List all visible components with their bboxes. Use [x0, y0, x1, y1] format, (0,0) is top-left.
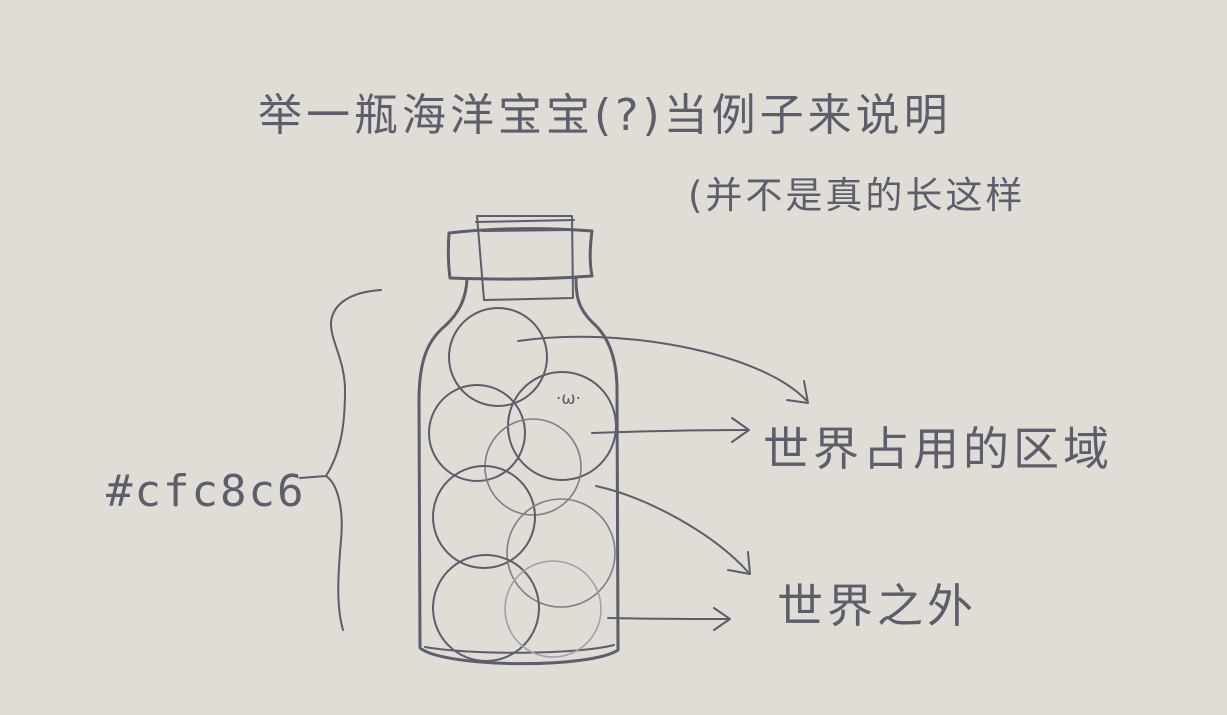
diagram-subtitle: (并不是真的长这样 [688, 174, 1025, 217]
arrow-mid [591, 429, 749, 434]
left-brace [325, 289, 382, 631]
ball [448, 307, 548, 407]
jar-body [417, 277, 620, 666]
ball-face: ·ω· [556, 389, 581, 409]
arrow-top-head [786, 380, 809, 404]
diagram-title: 举一瓶海洋宝宝(?)当例子来说明 [258, 90, 952, 141]
color-label: #cfc8c6 [106, 466, 305, 517]
label-world-used-area: 世界占用的区域 [763, 422, 1113, 476]
ball [432, 554, 540, 662]
ball [428, 384, 526, 482]
jar-balls [428, 307, 617, 662]
ball [506, 498, 616, 608]
jar-lid [446, 227, 594, 281]
arrow-lower [595, 485, 749, 573]
arrow-bottom [607, 617, 730, 620]
arrow-mid-head [731, 417, 750, 443]
arrow-top [517, 335, 807, 401]
ball [432, 465, 536, 569]
ball [504, 560, 602, 658]
jar: ·ω· [417, 215, 620, 666]
arrow-lower-head [727, 551, 751, 575]
arrow-bottom-head [713, 607, 731, 631]
brace-tick [299, 475, 327, 479]
jar-base [424, 644, 615, 654]
label-outside-world: 世界之外 [777, 579, 977, 633]
arrows [517, 335, 809, 631]
